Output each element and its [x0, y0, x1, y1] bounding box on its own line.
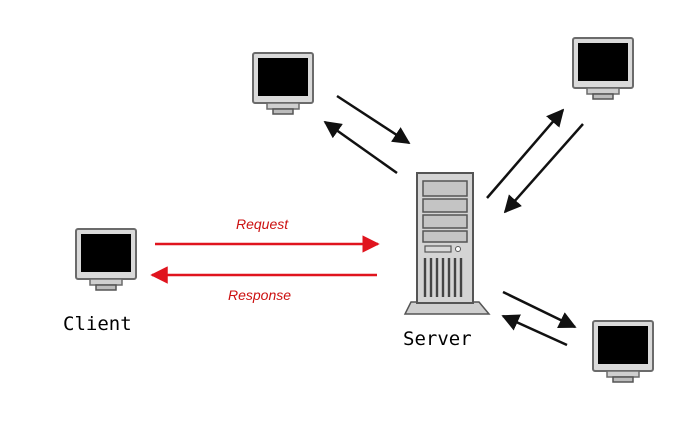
monitor-icon: [75, 228, 137, 291]
client-monitor: [75, 228, 137, 291]
client-label: Client: [63, 313, 132, 335]
peer-arrow-top-left-to-server: [336, 94, 411, 145]
server-label: Server: [403, 328, 472, 350]
monitor-icon: [252, 52, 314, 115]
response-label: Response: [228, 287, 291, 303]
peer-arrow-bottom-right-to-server: [501, 314, 568, 347]
monitor-icon: [572, 37, 634, 100]
peer-monitor-top-left: [252, 52, 314, 115]
peer-arrow-server-to-bottom-right: [502, 290, 577, 329]
peer-arrow-server-to-top-left: [323, 120, 398, 175]
peer-arrow-server-to-top-right: [486, 108, 565, 199]
server-tower-icon: [403, 172, 491, 315]
server-tower: [403, 172, 491, 315]
peer-monitor-bottom-right: [592, 320, 654, 383]
request-label: Request: [236, 216, 289, 232]
peer-monitor-top-right: [572, 37, 634, 100]
monitor-icon: [592, 320, 654, 383]
peer-arrow-top-right-to-server: [503, 123, 584, 214]
